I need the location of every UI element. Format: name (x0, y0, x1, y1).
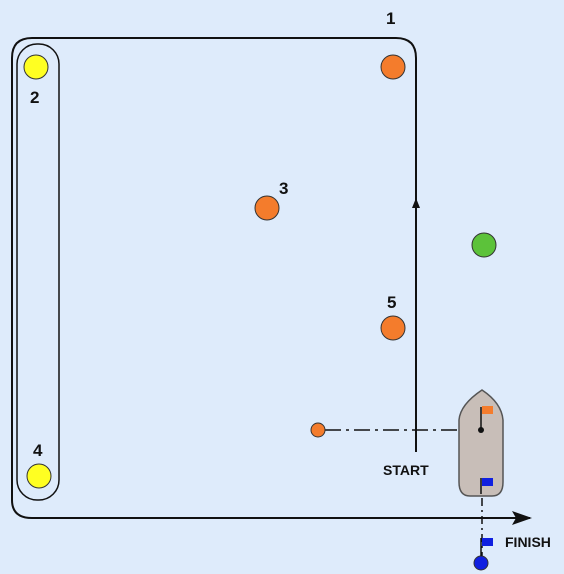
finish-pin-flag-icon (482, 538, 493, 546)
mark-4-label: 4 (33, 441, 43, 460)
mark-3-label: 3 (279, 179, 288, 198)
finish-label: FINISH (505, 534, 551, 550)
start-pin-buoy (311, 423, 325, 437)
mark-5-label: 5 (387, 293, 396, 312)
offset-mark-buoy (472, 233, 496, 257)
mark-2-label: 2 (30, 88, 39, 107)
mark-1-buoy (381, 55, 405, 79)
mark-5-buoy (381, 316, 405, 340)
start-flag-icon (482, 406, 493, 414)
start-label: START (383, 462, 429, 478)
gate-loop-2-4 (17, 44, 59, 500)
finish-flag-icon-boat (482, 478, 493, 486)
finish-pin-buoy (474, 556, 488, 570)
committee-boat (459, 390, 503, 496)
mark-4-buoy (27, 464, 51, 488)
mark-3-buoy (255, 196, 279, 220)
start-mast-dot (478, 427, 484, 433)
mark-2-buoy (24, 55, 48, 79)
course-route-line (12, 38, 530, 518)
mark-1-label: 1 (386, 9, 395, 28)
